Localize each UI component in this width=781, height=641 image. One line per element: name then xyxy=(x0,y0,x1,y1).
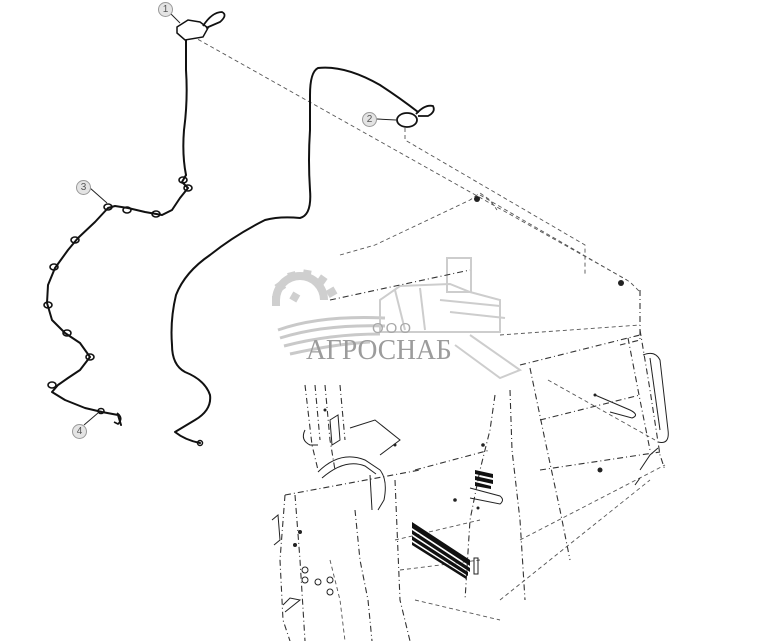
leader-2 xyxy=(376,118,397,121)
callout-3[interactable]: 3 xyxy=(76,180,91,195)
harness-3 xyxy=(43,174,193,426)
leader-1 xyxy=(169,12,181,24)
harness-clips xyxy=(43,176,193,415)
callout-2[interactable]: 2 xyxy=(362,112,377,127)
cab-frame-dashed xyxy=(191,35,641,366)
harness-1-cable xyxy=(176,11,226,176)
callout-1[interactable]: 1 xyxy=(158,2,173,17)
vent-grille xyxy=(412,522,470,579)
leader-3 xyxy=(89,187,108,204)
connector-2-body xyxy=(396,112,418,128)
connector-1-body xyxy=(176,19,209,41)
leader-4 xyxy=(83,412,99,426)
callout-4[interactable]: 4 xyxy=(72,424,87,439)
cable-2 xyxy=(170,66,435,447)
cab-frame-center xyxy=(394,389,526,641)
small-grille xyxy=(475,470,493,489)
cab-frame-left xyxy=(271,384,421,641)
cab-frame-right xyxy=(499,329,669,601)
